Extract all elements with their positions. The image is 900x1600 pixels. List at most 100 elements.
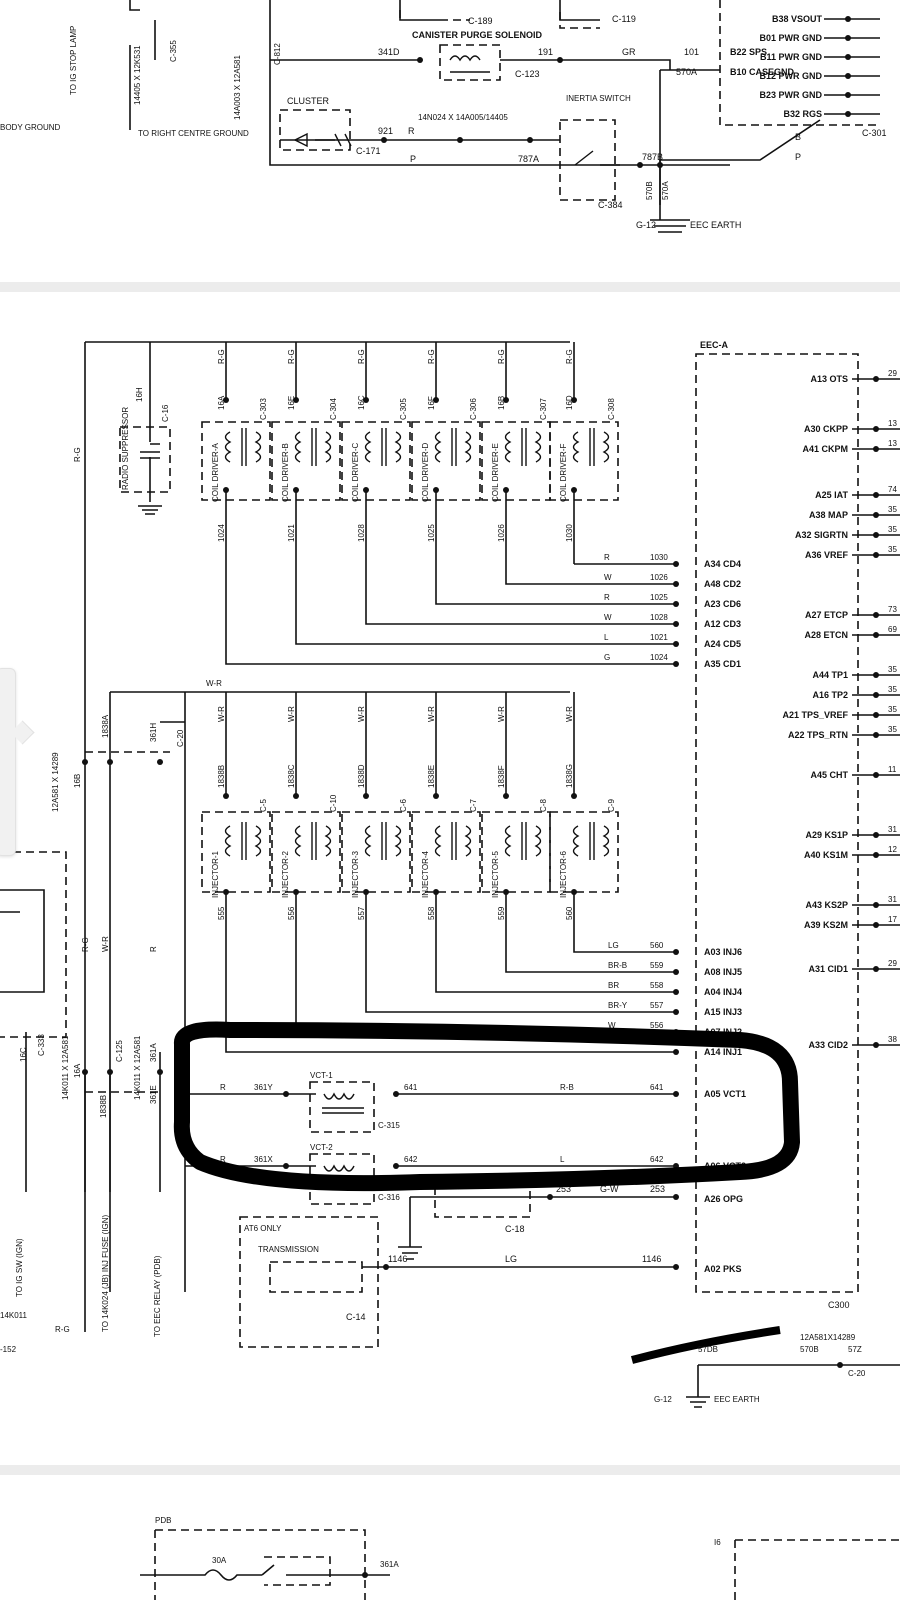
wire-label: 642 bbox=[650, 1155, 664, 1164]
pin-label: A40 KS1M bbox=[804, 850, 848, 860]
wire-label: 570A bbox=[661, 181, 670, 200]
wire-color-label: R-G bbox=[55, 1325, 70, 1334]
wire-label: 570B bbox=[645, 181, 654, 200]
wire-label: -152 bbox=[0, 1345, 17, 1354]
wire-label: 1028 bbox=[357, 524, 366, 542]
wire-label: 1030 bbox=[650, 553, 668, 562]
connector-label: C-6 bbox=[399, 799, 408, 812]
connector-label: C-315 bbox=[378, 1121, 400, 1130]
connector-label: C-304 bbox=[329, 398, 338, 420]
coil-driver-label: COIL DRIVER-E bbox=[491, 443, 500, 502]
wire-color-label: BR-B bbox=[608, 961, 627, 970]
pin-label: A02 PKS bbox=[704, 1264, 742, 1274]
coil-driver-label: COIL DRIVER-C bbox=[351, 443, 360, 502]
connector-label: C-308 bbox=[607, 398, 616, 420]
wire-label: 16E bbox=[287, 396, 296, 410]
injector-label: INJECTOR-2 bbox=[281, 850, 290, 898]
side-panel-handle[interactable] bbox=[0, 668, 16, 856]
connector-label: C-305 bbox=[399, 398, 408, 420]
destination-label: TO EEC RELAY (PDB) bbox=[153, 1255, 162, 1337]
wire-color-label: R bbox=[604, 553, 610, 562]
pin-label: A35 CD1 bbox=[704, 659, 741, 669]
component-label: AT6 ONLY bbox=[244, 1224, 282, 1233]
pin-label: B01 PWR GND bbox=[759, 33, 822, 43]
wire-label: 1025 bbox=[650, 593, 668, 602]
wire-color-label: G bbox=[604, 653, 610, 662]
wire-label: 1021 bbox=[650, 633, 668, 642]
component-label: I6 bbox=[714, 1538, 721, 1547]
wire-label: 641 bbox=[404, 1083, 418, 1092]
wire-label: 16B bbox=[497, 396, 506, 410]
pin-label: A48 CD2 bbox=[704, 579, 741, 589]
pin-label: A22 TPS_RTN bbox=[788, 730, 848, 740]
wire-label: 1838G bbox=[565, 764, 574, 788]
pin-label: A04 INJ4 bbox=[704, 987, 742, 997]
wire-label: 17 bbox=[888, 915, 897, 924]
wire-color-label: BR bbox=[608, 981, 619, 990]
pin-label: B10 CASEGND bbox=[730, 67, 795, 77]
wire-color-label: W-R bbox=[101, 936, 110, 952]
connector-label: C-20 bbox=[848, 1369, 866, 1378]
wiring-diagram-top: C-189 C-119 CANISTER PURGE SOLENOID 341D… bbox=[0, 0, 887, 233]
pin-label: A25 IAT bbox=[815, 490, 848, 500]
vct-label: VCT-2 bbox=[310, 1143, 333, 1152]
wire-label: 1838B bbox=[99, 1095, 108, 1118]
transmission-outline bbox=[239, 1216, 379, 1348]
eec-module-outline bbox=[695, 353, 859, 1293]
connector-label: C-16 bbox=[161, 404, 170, 422]
wire-label: 1030 bbox=[565, 524, 574, 542]
wire-label: 341D bbox=[378, 47, 400, 57]
wire-color-label: W bbox=[604, 613, 612, 622]
wire-label: 29 bbox=[888, 369, 897, 378]
wire-label: 570A bbox=[676, 67, 697, 77]
coil-driver-label: COIL DRIVER-B bbox=[281, 443, 290, 502]
pin-label: A33 CID2 bbox=[808, 1040, 848, 1050]
pin-label: A08 INJ5 bbox=[704, 967, 742, 977]
wire-label: 556 bbox=[287, 906, 296, 920]
wire-label: 16C bbox=[19, 1047, 28, 1062]
connector-label: C-307 bbox=[539, 398, 548, 420]
component-label: PDB bbox=[155, 1516, 171, 1525]
pin-label: A29 KS1P bbox=[805, 830, 848, 840]
connector-label: C-316 bbox=[378, 1193, 400, 1202]
wire-color-label: L bbox=[560, 1155, 565, 1164]
wire-color-label: R bbox=[604, 593, 610, 602]
connector-label: C300 bbox=[828, 1300, 850, 1310]
wire-label: 12 bbox=[888, 845, 897, 854]
connector-label: C-10 bbox=[329, 794, 338, 812]
connector-label: C-8 bbox=[539, 799, 548, 812]
wire-color-label: R bbox=[220, 1155, 226, 1164]
wire-label: 16C bbox=[357, 395, 366, 410]
pin-label: A21 TPS_VREF bbox=[782, 710, 848, 720]
wire-label: 31 bbox=[888, 825, 897, 834]
wire-label: 14K011 bbox=[0, 1311, 28, 1320]
wire-color-label: R-G bbox=[217, 349, 226, 364]
wire-label: 16H bbox=[135, 387, 144, 402]
pdb-outline bbox=[154, 1529, 366, 1600]
connector-label: C-301 bbox=[862, 128, 887, 138]
wire-label: 35 bbox=[888, 545, 897, 554]
wire-label: 560 bbox=[650, 941, 664, 950]
wire-color-label: B bbox=[795, 132, 801, 142]
wire-label: 11 bbox=[888, 765, 897, 774]
wire-label: 1838F bbox=[497, 765, 506, 788]
wire-label: 1025 bbox=[427, 524, 436, 542]
wiring-diagram-eec: EEC-A C300 RADIO SUPPRESSOR C-16 16H R-G… bbox=[0, 340, 900, 1408]
wire-spec-label: 14K011 X 12A581 bbox=[133, 1035, 142, 1100]
wire-label: 1838D bbox=[357, 764, 366, 788]
wire-label: 921 bbox=[378, 126, 393, 136]
connector-label: C-171 bbox=[356, 146, 381, 156]
highlight-circle bbox=[173, 1021, 800, 1192]
wire-label: 361A bbox=[380, 1560, 399, 1569]
wire-color-label: W-R bbox=[287, 706, 296, 722]
pin-label: A41 CKPM bbox=[802, 444, 848, 454]
wire-spec-label: 14K011 X 12A581 bbox=[61, 1035, 70, 1100]
wire-label: 101 bbox=[684, 47, 699, 57]
wire-label: 1838E bbox=[427, 765, 436, 788]
wire-label: 35 bbox=[888, 665, 897, 674]
wire-label: 35 bbox=[888, 685, 897, 694]
section-divider bbox=[0, 282, 900, 292]
component-label: INERTIA SWITCH bbox=[566, 94, 631, 103]
wire-label: 35 bbox=[888, 725, 897, 734]
oil-pressure-sensor-outline bbox=[434, 1181, 531, 1218]
